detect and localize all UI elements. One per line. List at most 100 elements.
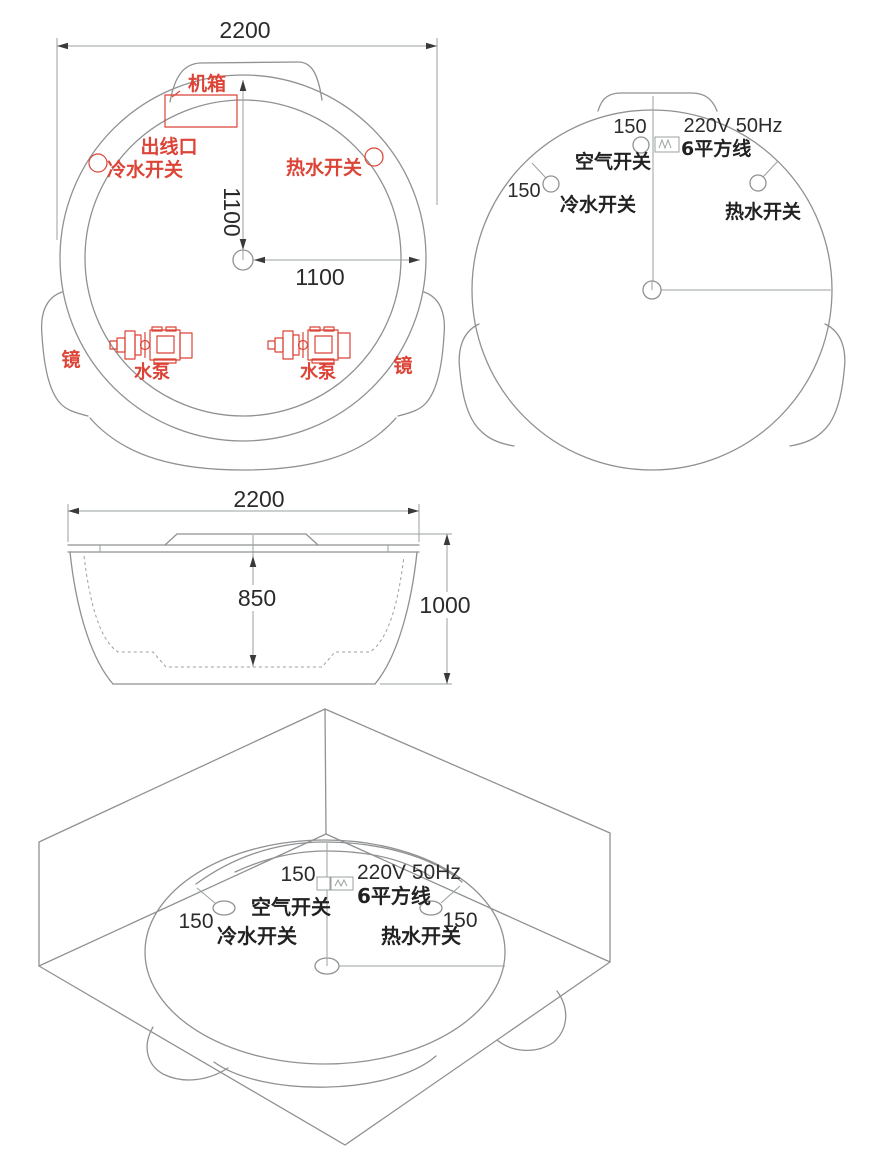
left-wall (69, 551, 114, 685)
pump-part (124, 330, 136, 360)
cold-switch-marker (212, 900, 236, 916)
tub-rim (144, 839, 506, 1065)
iso-wire-spec-label: 6平方线 (357, 884, 431, 908)
hot-leader (762, 160, 779, 178)
iso-distance-hot-label: 150 (442, 909, 477, 932)
tub-rim (471, 109, 833, 471)
pump-part (274, 337, 284, 353)
plan-top-view: 2200 1100 1100 机箱 出线口 冷水开关 热水开关 水泵 水泵 镜 … (40, 17, 446, 471)
pump-part (153, 358, 177, 364)
pump-part (282, 330, 294, 360)
tub-back-bump-inner (234, 850, 431, 877)
arrowhead (409, 256, 420, 264)
right-wall (374, 551, 418, 685)
hot-switch-marker (364, 147, 384, 167)
inner-height-label: 850 (238, 585, 276, 611)
air-switch-box (316, 876, 331, 891)
tub-back-bump-outer (195, 841, 463, 885)
cold-switch-label: 冷水开关 (107, 158, 183, 181)
arrowhead (254, 256, 265, 264)
iso-air-switch-label: 空气开关 (251, 895, 331, 919)
elevation-width-label: 2200 (233, 486, 284, 512)
side-elevation-view: 2200 850 1000 (67, 486, 472, 685)
room-corner-edge (324, 708, 327, 835)
pump-right-label: 水泵 (300, 361, 336, 383)
iso-power-label: 220V 50Hz (357, 861, 461, 884)
pump-part (337, 332, 351, 359)
inner-shell-hidden-line (83, 555, 405, 668)
arrowhead (408, 507, 419, 515)
iso-cold-switch-label: 冷水开关 (217, 924, 297, 948)
tub-front-apron (89, 417, 397, 471)
tub-left-wing (40, 291, 89, 417)
tub-top-bump (164, 533, 319, 546)
pump-part (116, 337, 126, 353)
total-height-label: 1000 (419, 592, 470, 618)
floor-front-edge (38, 961, 611, 1146)
pump-part (311, 358, 335, 364)
room-wall-outline (38, 708, 611, 967)
mirror-left-label: 镜 (61, 348, 80, 371)
label-mask (234, 585, 281, 611)
arrowhead (249, 556, 257, 567)
tub-front-apron (213, 1055, 437, 1088)
pump-part (165, 326, 177, 332)
hot-switch-marker (419, 900, 443, 916)
pump-right (267, 326, 351, 364)
iso-distance-center-label: 150 (280, 863, 315, 886)
outlet-label: 出线口 (140, 135, 197, 158)
tub-right-wing (789, 323, 846, 447)
arrowhead (239, 239, 247, 250)
tub-outer-rim (59, 74, 427, 442)
pump-left (109, 326, 193, 364)
arrowhead (57, 42, 68, 50)
pump-part (149, 329, 181, 361)
plan-radius-v-label: 1100 (219, 187, 245, 236)
plan-radius-h-label: 1100 (295, 264, 344, 290)
wall-floor-edge (38, 833, 611, 967)
air-switch-glyph (658, 138, 672, 150)
air-switch-marker (632, 136, 650, 154)
arrowhead (239, 80, 247, 91)
plan-width-label: 2200 (219, 17, 270, 43)
cabinet-label: 机箱 (188, 72, 226, 95)
isometric-view: 150 220V 50Hz 6平方线 空气开关 150 冷水开关 150 热水开… (38, 708, 611, 1146)
cold-switch-label: 冷水开关 (560, 193, 636, 216)
tub-top-bump (169, 61, 323, 103)
cold-leader (196, 887, 216, 904)
pump-part (323, 326, 335, 332)
hot-switch-marker (749, 174, 767, 192)
wire-spec-label: 6平方线 (681, 137, 751, 160)
tub-top-bump (597, 92, 718, 112)
pump-part (267, 340, 276, 350)
arrowhead (249, 655, 257, 666)
arrowhead (426, 42, 437, 50)
cold-leader (531, 162, 547, 179)
tub-left-wing (146, 1026, 229, 1081)
pump-part (307, 329, 339, 361)
cold-switch-marker (88, 153, 108, 173)
install-distance-center-label: 150 (613, 116, 646, 138)
mirror-right-label: 镜 (393, 354, 412, 377)
pump-part (156, 335, 175, 354)
tub-right-wing (397, 291, 446, 417)
pump-part (314, 335, 333, 354)
pump-left-label: 水泵 (134, 361, 170, 383)
arrowhead (68, 507, 79, 515)
iso-distance-cold-label: 150 (178, 910, 213, 933)
pump-part (151, 326, 163, 332)
tub-left-wing (458, 323, 515, 447)
hot-switch-label: 热水开关 (725, 200, 801, 223)
hot-leader (440, 885, 461, 904)
install-distance-cold-label: 150 (507, 180, 540, 202)
arrowhead (443, 534, 451, 545)
cabinet-leader (171, 90, 181, 98)
pump-part (309, 326, 321, 332)
arrowhead (443, 673, 451, 684)
iso-hot-switch-label: 热水开关 (381, 924, 461, 948)
cabinet-box (164, 94, 238, 128)
install-plan-view: 150 220V 50Hz 6平方线 空气开关 150 冷水开关 热水开关 (458, 92, 846, 471)
air-switch-glyph (334, 878, 348, 888)
